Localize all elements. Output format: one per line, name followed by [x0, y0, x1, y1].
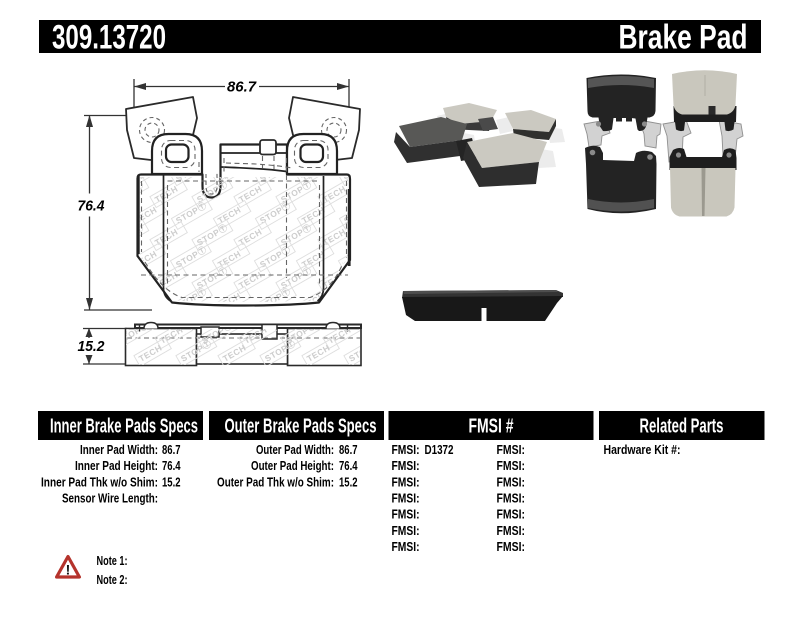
svg-text:FMSI:: FMSI:	[497, 539, 526, 554]
svg-text:86.7: 86.7	[162, 442, 181, 457]
svg-text:FMSI:: FMSI:	[497, 442, 526, 457]
svg-text:FMSI:: FMSI:	[392, 491, 420, 506]
svg-text:Outer Pad Width:: Outer Pad Width:	[256, 442, 334, 457]
svg-text:FMSI:: FMSI:	[392, 539, 420, 554]
svg-text:309.13720: 309.13720	[52, 19, 166, 57]
svg-text:Outer Pad Thk w/o Shim:: Outer Pad Thk w/o Shim:	[217, 474, 334, 489]
svg-text:76.4: 76.4	[78, 198, 106, 215]
svg-text:FMSI:: FMSI:	[497, 474, 526, 489]
svg-text:FMSI:: FMSI:	[392, 442, 420, 457]
svg-text:15.2: 15.2	[339, 474, 358, 489]
svg-text:76.4: 76.4	[162, 458, 181, 473]
svg-text:FMSI:: FMSI:	[392, 507, 420, 522]
svg-text:15.2: 15.2	[162, 474, 181, 489]
svg-text:Note 2:: Note 2:	[97, 572, 128, 587]
svg-text:Outer Brake Pads Specs: Outer Brake Pads Specs	[225, 416, 377, 438]
svg-text:FMSI:: FMSI:	[392, 523, 420, 538]
svg-text:Inner Brake Pads Specs: Inner Brake Pads Specs	[50, 416, 198, 438]
svg-text:Note 1:: Note 1:	[97, 553, 128, 568]
svg-text:TECH: TECH	[216, 291, 243, 312]
svg-text:76.4: 76.4	[339, 458, 358, 473]
svg-text:FMSI:: FMSI:	[497, 458, 526, 473]
svg-text:TECH: TECH	[300, 291, 327, 312]
svg-text:!: !	[66, 562, 71, 578]
svg-text:D1372: D1372	[425, 442, 454, 457]
svg-text:Sensor Wire Length:: Sensor Wire Length:	[62, 491, 158, 506]
svg-text:Inner Pad Height:: Inner Pad Height:	[75, 458, 158, 473]
svg-text:Inner Pad Thk w/o Shim:: Inner Pad Thk w/o Shim:	[41, 474, 158, 489]
svg-text:Related Parts: Related Parts	[640, 416, 724, 438]
svg-text:FMSI:: FMSI:	[497, 491, 526, 506]
svg-text:FMSI:: FMSI:	[392, 474, 420, 489]
svg-text:Outer Pad Height:: Outer Pad Height:	[251, 458, 334, 473]
svg-text:15.2: 15.2	[78, 338, 106, 355]
svg-text:FMSI #: FMSI #	[469, 416, 514, 438]
svg-text:Inner Pad Width:: Inner Pad Width:	[80, 442, 158, 457]
svg-text:FMSI:: FMSI:	[497, 523, 526, 538]
svg-text:Brake Pad: Brake Pad	[619, 19, 748, 57]
svg-text:STOPⓉ: STOPⓉ	[342, 158, 376, 184]
svg-text:FMSI:: FMSI:	[392, 458, 420, 473]
svg-text:86.7: 86.7	[339, 442, 358, 457]
svg-text:Hardware Kit #:: Hardware Kit #:	[604, 442, 681, 457]
svg-text:FMSI:: FMSI:	[497, 507, 526, 522]
svg-text:86.7: 86.7	[227, 79, 257, 96]
